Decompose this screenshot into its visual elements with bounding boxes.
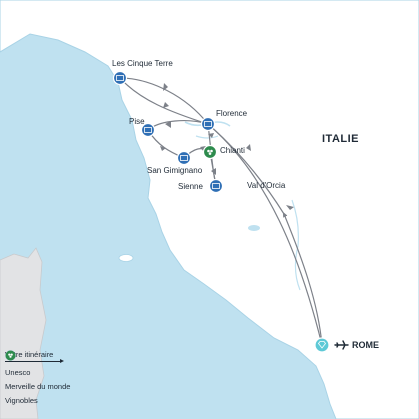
place-label-san-gimignano: San Gimignano bbox=[147, 166, 203, 175]
unesco-icon bbox=[176, 150, 192, 166]
place-label-florence: Florence bbox=[216, 109, 248, 118]
route-arrow bbox=[246, 144, 251, 151]
unesco-icon bbox=[112, 70, 128, 86]
vignobles-icon bbox=[5, 350, 16, 361]
legend-label-unesco: Unesco bbox=[5, 367, 31, 377]
unesco-icon bbox=[200, 116, 216, 132]
corsica-land bbox=[0, 247, 47, 419]
route-arrow bbox=[208, 133, 214, 138]
place-label-rome: ROME bbox=[352, 340, 379, 350]
place-label-chianti: Chianti bbox=[220, 146, 245, 155]
route-arrow bbox=[286, 205, 294, 210]
legend-rule bbox=[5, 359, 64, 363]
lake bbox=[248, 225, 260, 231]
airplane-icon bbox=[334, 340, 349, 350]
legend-label-merveille: Merveille du monde bbox=[5, 381, 71, 391]
route-arrow bbox=[160, 146, 166, 151]
route-arrow bbox=[165, 121, 171, 128]
country-label: ITALIE bbox=[322, 133, 360, 145]
map-legend: Votre itinéraire Unesco Merveille du mon… bbox=[5, 350, 155, 407]
legend-label-vignobles: Vignobles bbox=[5, 395, 38, 405]
merveille-icon bbox=[314, 337, 330, 353]
legend-title: Votre itinéraire bbox=[5, 350, 54, 359]
route-arrow bbox=[211, 168, 216, 175]
route-arrow bbox=[163, 102, 169, 108]
legend-item-merveille: Merveille du monde bbox=[5, 350, 155, 393]
river-branch bbox=[195, 135, 219, 139]
unesco-icon bbox=[208, 178, 224, 194]
place-label-pise: Pise bbox=[129, 117, 145, 126]
river-tiber bbox=[291, 199, 301, 291]
vignobles-icon bbox=[202, 144, 218, 160]
elba-island bbox=[118, 254, 134, 262]
place-label-cinque-terre: Les Cinque Terre bbox=[112, 59, 173, 68]
legend-item-unesco: Unesco bbox=[5, 350, 155, 379]
unesco-icon bbox=[140, 122, 156, 138]
route-arrow bbox=[163, 83, 168, 91]
place-label-sienne: Sienne bbox=[178, 182, 203, 191]
legend-item-vignobles: Vignobles bbox=[5, 350, 155, 407]
place-label-val-d-orcia: Val d'Orcia bbox=[247, 181, 286, 190]
